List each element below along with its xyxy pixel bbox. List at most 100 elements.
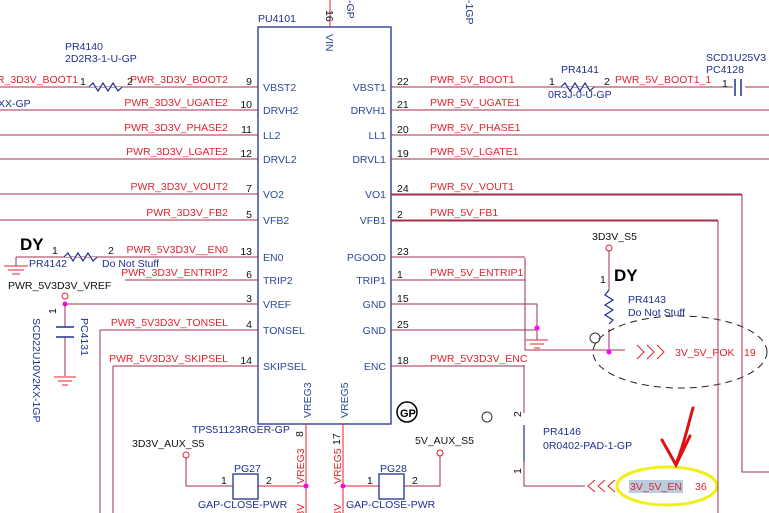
pg27-gap — [232, 473, 259, 500]
net-label[interactable]: PWR_5V3D3V_SKIPSEL — [109, 353, 228, 365]
pin-name: PGOOD — [347, 252, 387, 264]
capacitor-pc4128-icon — [734, 79, 742, 96]
offpage-pok-page[interactable]: 19 — [744, 347, 756, 359]
pg27-value: GAP-CLOSE-PWR — [198, 499, 288, 511]
net-label[interactable]: PWR_5V3D3V_ENC — [430, 353, 528, 365]
offpage-en-page[interactable]: 36 — [695, 481, 707, 493]
junction — [534, 325, 540, 331]
annotation-dashed-ellipse — [592, 315, 768, 389]
resistor-pr4140-icon — [88, 81, 123, 93]
net-pwr-3d3v-boot1: PWR_3D3V_BOOT1 — [0, 74, 78, 86]
pin-name: VFB1 — [360, 215, 386, 227]
pin-name: SKIPSEL — [263, 361, 307, 373]
dy-tag-pr4143: DY — [614, 266, 638, 285]
chip-ref: PU4101 — [258, 13, 296, 25]
pin-num: 9 — [246, 76, 252, 88]
resistor-pr4142-icon — [63, 251, 98, 263]
pin-num: 22 — [397, 76, 409, 88]
net-label[interactable]: PWR_5V3D3V__EN0 — [126, 244, 228, 256]
pr4141-value: 0R3J-0-U-GP — [548, 89, 612, 101]
pin-num: 6 — [246, 269, 252, 281]
pin-num-vreg5: 17 — [331, 433, 343, 445]
pin-name: VREF — [263, 299, 291, 311]
pc4131-ref: PC4131 — [78, 318, 90, 356]
resistor-pr4141-icon — [560, 81, 595, 93]
net-prefix-vreg5: 3D3V — [332, 504, 344, 513]
pg28-value: GAP-CLOSE-PWR — [346, 499, 436, 511]
pin-name-vreg3: VREG3 — [302, 382, 314, 418]
left-fragment: XX-GP — [0, 98, 31, 110]
pin-num: 7 — [246, 183, 252, 195]
capacitor-pc4131-icon — [56, 326, 74, 338]
offpage-in-arrow-icon — [587, 479, 616, 493]
net-label[interactable]: PWR_3D3V_LGATE2 — [126, 146, 228, 158]
resistor-pr4143-icon — [603, 289, 615, 325]
offpage-en-net[interactable]: 3V_5V_EN — [630, 481, 682, 493]
top-fragment-1: -GP — [344, 0, 356, 19]
chip-part: TPS51123RGER-GP — [192, 424, 290, 436]
highlight-ellipse — [615, 465, 719, 507]
gp-mark-text: GP — [400, 408, 416, 420]
net-label[interactable]: PWR_3D3V_UGATE2 — [124, 97, 228, 109]
net-prefix-vreg3: 3D3V — [295, 504, 307, 513]
rail-3d3v-s5: 3D3V_S5 — [592, 231, 637, 243]
gp-mark-small-icon — [481, 411, 493, 423]
wire-vertical — [99, 330, 114, 513]
offpage-pok-net[interactable]: 3V_5V_POK — [675, 347, 735, 359]
net-vref: PWR_5V3D3V_VREF — [8, 280, 111, 292]
pg28-gap — [378, 473, 405, 500]
pin-num: 10 — [240, 99, 252, 111]
net-label[interactable]: PWR_5V_FB1 — [430, 207, 498, 219]
pin-name-vreg5: VREG5 — [339, 382, 351, 418]
pr4140-pin2: 2 — [127, 76, 133, 88]
net-label[interactable]: PWR_5V_UGATE1 — [430, 97, 520, 109]
pin-num-vin: 16 — [323, 10, 335, 22]
pin-name: DRVH2 — [263, 105, 299, 117]
pin-num: 18 — [397, 355, 409, 367]
right-pins: 22VBST1PWR_5V_BOOT121DRVH1PWR_5V_UGATE12… — [347, 74, 769, 373]
pr4141-ref: PR4141 — [561, 64, 599, 76]
pr4140-ref: PR4140 — [65, 41, 103, 53]
pr4146-ref: PR4146 — [543, 426, 581, 438]
pr4146-value: 0R0402-PAD-1-GP — [543, 440, 632, 452]
net-label[interactable]: PWR_3D3V_FB2 — [146, 207, 228, 219]
pin-num: 1 — [397, 269, 403, 281]
net-label[interactable]: PWR_3D3V_VOUT2 — [131, 181, 229, 193]
pin-num-vreg3: 8 — [294, 431, 306, 437]
chip-body — [257, 26, 392, 425]
pin-num: 15 — [397, 293, 409, 305]
net-label[interactable]: PWR_5V_VOUT1 — [430, 181, 514, 193]
pin-num: 4 — [246, 319, 252, 331]
net-label[interactable]: PWR_3D3V_PHASE2 — [124, 122, 228, 134]
pr4143-ref: PR4143 — [628, 294, 666, 306]
pin-num: 19 — [397, 148, 409, 160]
pin-name: TRIP2 — [263, 275, 293, 287]
pin-name: TONSEL — [263, 325, 305, 337]
gp-mark-icon — [396, 401, 418, 423]
pin-num: 20 — [397, 124, 409, 136]
pr4146-pin2: 2 — [512, 411, 524, 417]
gp-mark-small-icon — [589, 332, 601, 344]
net-label[interactable]: PWR_5V_BOOT1 — [430, 74, 515, 86]
pr4140-pin1: 1 — [80, 76, 86, 88]
net-label[interactable]: PWR_3D3V_BOOT2 — [130, 74, 228, 86]
net-label[interactable]: PWR_5V3D3V_TONSEL — [111, 317, 228, 329]
pr4142-value: Do Not Stuff — [102, 258, 159, 270]
pr4142-pin2: 2 — [108, 245, 114, 257]
net-label[interactable]: PWR_5V_ENTRIP1 — [430, 267, 524, 279]
pr4143-pin1: 1 — [600, 274, 606, 286]
net-label[interactable]: PWR_5V_PHASE1 — [430, 122, 521, 134]
pc4128-pin1: 1 — [722, 78, 728, 90]
pr4146-pin1: 1 — [512, 468, 524, 474]
pin-name: EN0 — [263, 252, 284, 264]
dy-tag-pr4142: DY — [20, 235, 44, 254]
pin-name: VO1 — [365, 189, 386, 201]
pg28-ref: PG28 — [380, 463, 407, 475]
net-label[interactable]: PWR_3D3V_ENTRIP2 — [121, 267, 228, 279]
pr4141-pin1: 1 — [549, 76, 555, 88]
net-label[interactable]: PWR_5V_LGATE1 — [430, 146, 519, 158]
pc4131-pin1: 1 — [47, 308, 59, 314]
pin-name: TRIP1 — [356, 275, 386, 287]
